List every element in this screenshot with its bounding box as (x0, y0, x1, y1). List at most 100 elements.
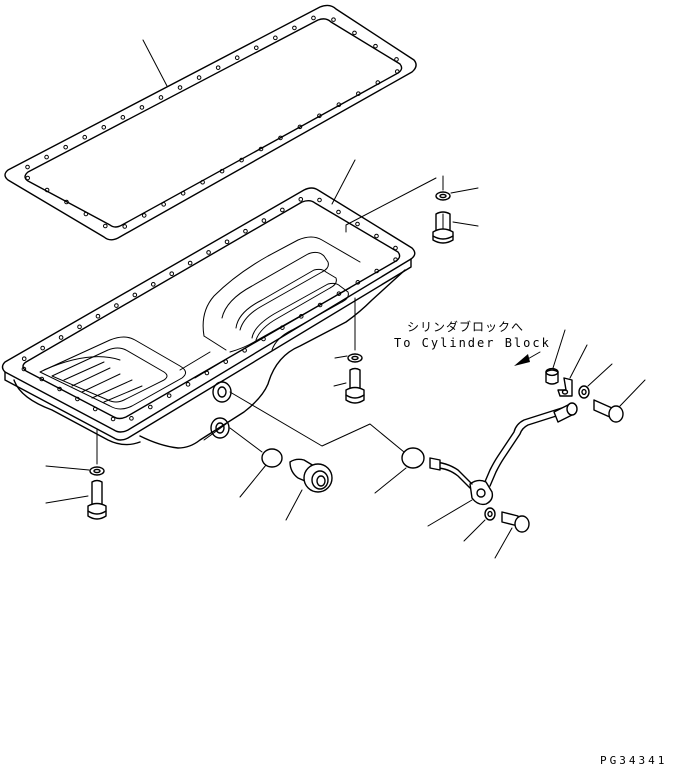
bolt-hole (82, 134, 88, 140)
bolt-hole (103, 223, 108, 229)
bolt-hole (298, 197, 304, 202)
bolt-hole (21, 356, 27, 361)
bolt-middle-leader (333, 382, 347, 387)
bolt-hole (253, 45, 259, 51)
washer-clamp-leader (587, 363, 613, 387)
drain-plug-cap (261, 448, 283, 468)
breather-pipe-leader (427, 499, 473, 527)
washer-middle-leader (334, 355, 348, 359)
bolt-hole (261, 336, 266, 342)
bolt-hole (331, 17, 336, 22)
oil-pan-bolt-holes (21, 197, 398, 422)
bolt-hole (336, 291, 342, 296)
bolt-hole (393, 245, 398, 251)
bolt-hole (64, 199, 69, 205)
bolt-hole (129, 416, 134, 421)
bolt-hole (273, 35, 278, 41)
bolt-hole (25, 164, 30, 170)
direction-arrow (514, 351, 541, 366)
bolt-hole (185, 382, 191, 387)
bolt-middle (345, 367, 365, 404)
bolt-hole (40, 345, 45, 351)
bolt-hole (223, 359, 229, 364)
drain-plug (289, 458, 333, 493)
bolt-hole (148, 404, 153, 410)
breather-pipe (429, 402, 578, 506)
bolt-hole (25, 175, 31, 181)
bolt-clamp-leader (619, 379, 646, 407)
bolt-hole (243, 228, 248, 234)
bolt-hole (215, 65, 221, 70)
bolt-hole (278, 135, 283, 141)
drain-plug-cap-leader (239, 464, 267, 498)
bolt-hole (292, 25, 297, 31)
bolt-hole (374, 268, 380, 274)
drain-boss-lower (210, 417, 230, 439)
bolt-hole (352, 30, 357, 36)
bolt-hole (373, 43, 378, 49)
bolt-hole (206, 250, 211, 255)
bolt-pipe (501, 511, 530, 533)
spacer-collar (545, 367, 559, 385)
bolt-hole (204, 370, 210, 376)
bolt-hole (132, 292, 138, 298)
bolt-clamp (593, 399, 624, 423)
washer-left (89, 466, 105, 476)
clip-bracket (557, 377, 573, 397)
bolt-hole (114, 303, 119, 308)
bolt-hole (58, 335, 64, 340)
bolt-hole (139, 105, 145, 110)
bolt-hole (166, 393, 172, 398)
bolt-hole (394, 57, 399, 62)
bolt-hole (39, 376, 45, 382)
bolt-hole (63, 144, 68, 150)
bolt-hole (161, 202, 166, 207)
bolt-hole (317, 302, 323, 308)
oil-pan-gasket (4, 4, 417, 241)
bolt-hole (317, 113, 322, 119)
bolt-hole (234, 55, 240, 61)
bolt-hole (261, 218, 267, 223)
bolt-hole (298, 314, 304, 319)
drain-center-line-lower (229, 427, 263, 453)
bolt-hole (317, 197, 322, 203)
bolt-left-leader (45, 495, 89, 504)
bolt-hole (336, 102, 342, 108)
drain-plug-leader (285, 489, 303, 521)
bolt-pipe-leader (494, 527, 513, 559)
bolt-hole (187, 260, 193, 266)
bolt-hole (77, 324, 82, 330)
bolt-hole (177, 85, 183, 90)
gasket-bolt-holes (25, 15, 400, 229)
bolt-hole (44, 154, 49, 160)
washer-left-leader (45, 465, 90, 471)
bolt-hole (375, 80, 381, 85)
bolt-hole (120, 115, 126, 120)
bolt-hole (280, 325, 285, 330)
bolt-hole (92, 406, 98, 412)
bolt-hole (280, 207, 285, 213)
bolt-hole (141, 213, 147, 218)
drain-center-line (229, 391, 405, 453)
bolt-hole (158, 95, 164, 100)
bolt-hole (242, 348, 247, 353)
bolt-hole (219, 168, 225, 174)
bolt-hole (180, 190, 186, 196)
bolt-hole (374, 233, 379, 239)
bolt-hole (297, 124, 303, 130)
bolt-hole (355, 280, 361, 285)
oil-pan-leader-line (331, 159, 356, 205)
plug-cap-right-leader (374, 467, 407, 494)
bolt-hole (393, 257, 398, 262)
bolt-hole (336, 209, 341, 215)
bolt-hole (95, 313, 101, 319)
bolt-hole (356, 91, 361, 96)
bolt-hole (258, 146, 264, 152)
bolt-hole (169, 271, 175, 276)
bolt-top-right-center-line (345, 175, 444, 233)
pipe-fitting (553, 402, 578, 423)
washer-middle (347, 353, 363, 363)
drawing-code: PG34341 (600, 754, 668, 767)
bolt-hole (311, 15, 316, 21)
